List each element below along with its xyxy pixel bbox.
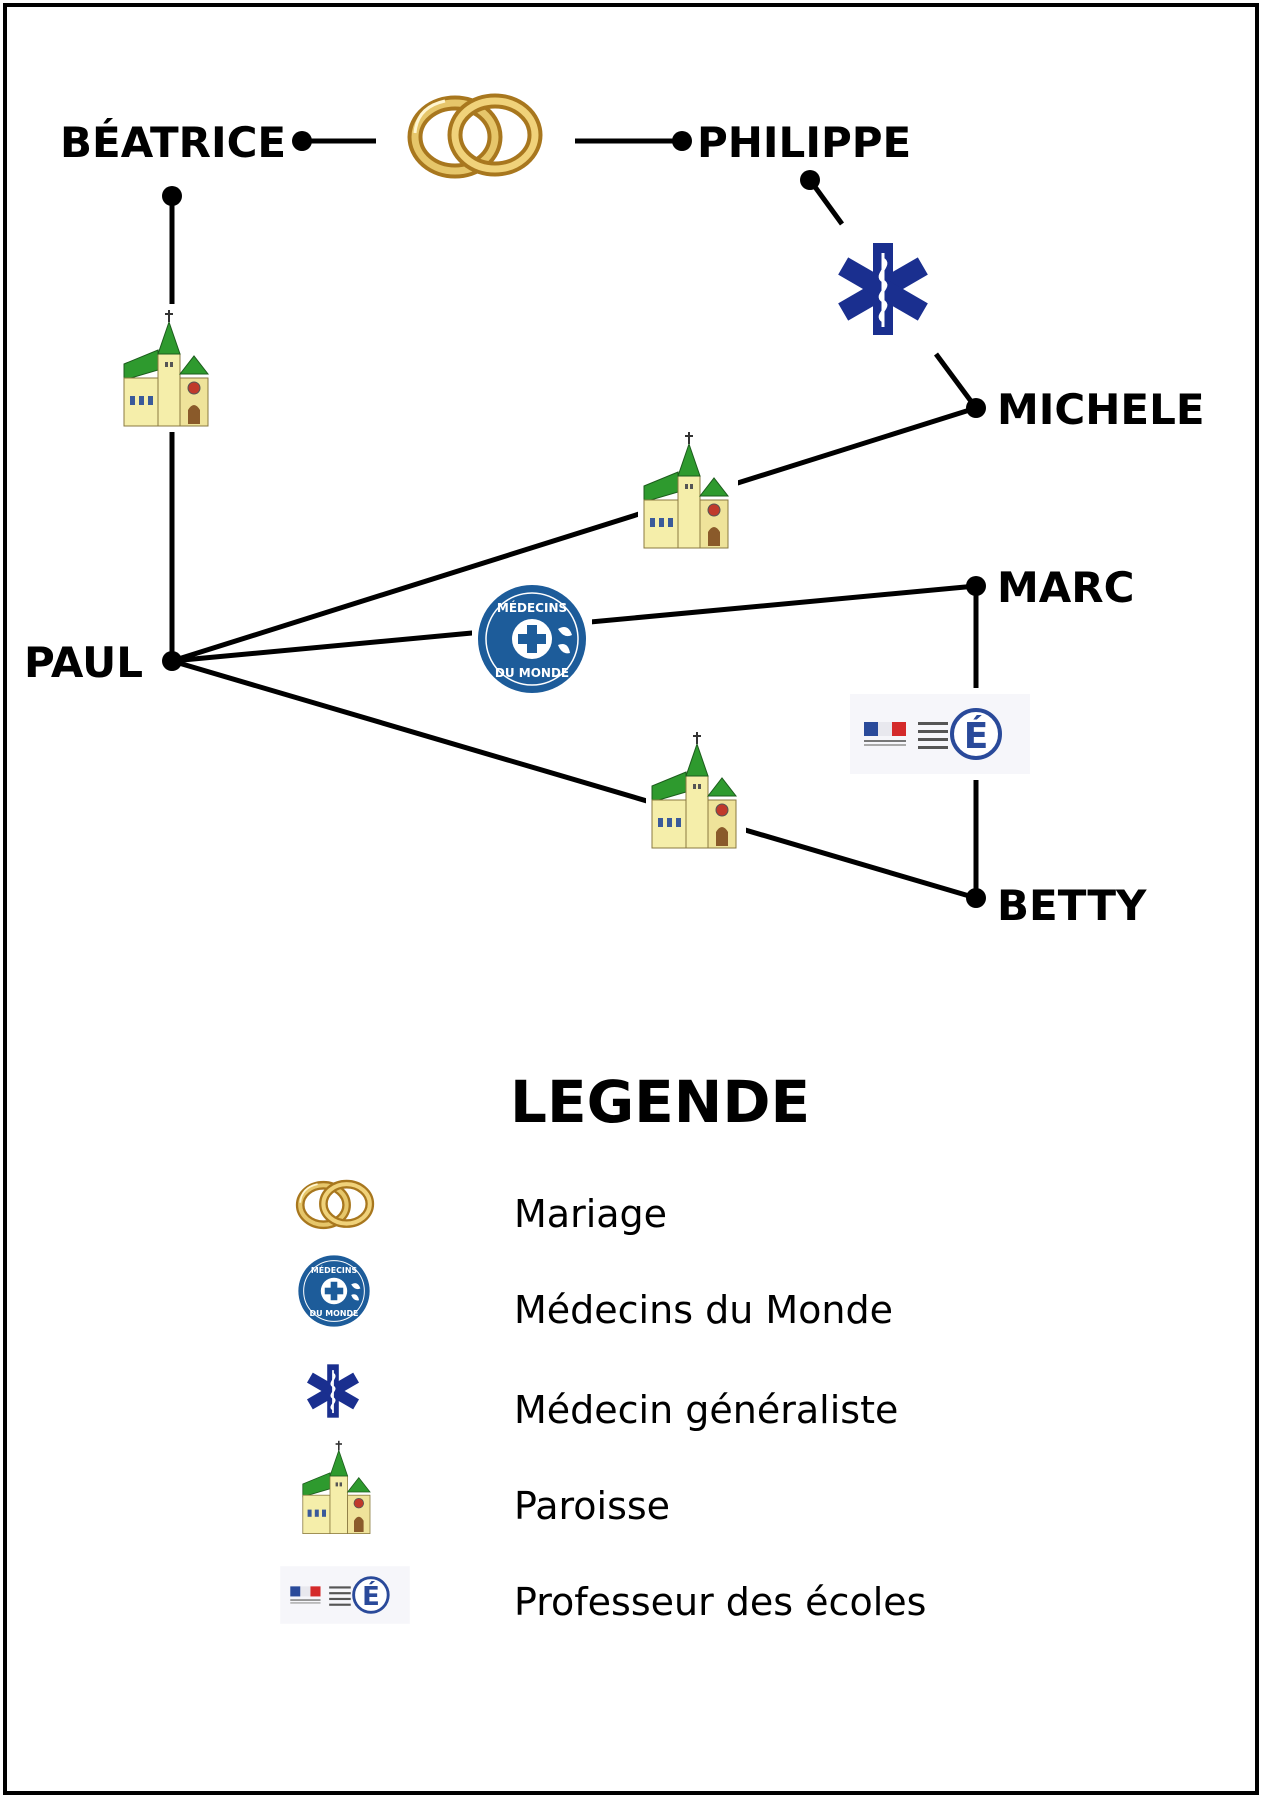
dot-michele (966, 398, 986, 418)
node-betty: BETTY (997, 881, 1147, 930)
legend-item: Paroisse (301, 1440, 670, 1535)
node-marc: MARC (997, 563, 1134, 612)
dot-betty (966, 888, 986, 908)
dot-beatrice-lower (162, 186, 182, 206)
legend-item: Médecins du Monde (297, 1254, 893, 1332)
star-of-life-icon (306, 1363, 360, 1419)
page-frame (3, 3, 1259, 1795)
endpoint-dots (162, 131, 986, 908)
link-philippe-michele-bottom (933, 352, 979, 410)
legend: LEGENDE Mariage Médecins du Monde Médeci… (278, 1068, 926, 1626)
church-icon (638, 426, 738, 554)
medecins-du-monde-logo-icon (472, 581, 592, 697)
legend-item: Médecin généraliste (306, 1363, 898, 1432)
legend-label: Médecins du Monde (514, 1288, 893, 1332)
node-paul: PAUL (24, 638, 143, 687)
link-paul-betty (171, 658, 977, 901)
legend-label: Paroisse (514, 1484, 670, 1528)
legend-item: Mariage (300, 1184, 667, 1236)
node-beatrice: BÉATRICE (60, 117, 286, 167)
church-icon (118, 304, 218, 432)
wedding-rings-icon (393, 87, 557, 187)
wedding-rings-icon (300, 1184, 370, 1225)
ministere-education-logo-icon (848, 692, 1032, 776)
node-philippe: PHILIPPE (697, 118, 911, 167)
ministere-education-logo-icon (278, 1564, 412, 1626)
star-of-life-icon (833, 237, 933, 341)
dot-beatrice (292, 131, 312, 151)
dot-philippe-lower (800, 170, 820, 190)
dot-philippe (672, 131, 692, 151)
medecins-du-monde-logo-icon (297, 1254, 371, 1328)
legend-title: LEGENDE (510, 1068, 810, 1136)
legend-label: Médecin généraliste (514, 1388, 898, 1432)
legend-label: Professeur des écoles (514, 1580, 926, 1624)
church-icon (646, 726, 746, 854)
dot-paul (162, 651, 182, 671)
link-paul-michele (171, 405, 977, 664)
church-icon (301, 1440, 371, 1535)
node-michele: MICHELE (997, 385, 1205, 434)
legend-label: Mariage (514, 1192, 667, 1236)
legend-item: Professeur des écoles (278, 1564, 926, 1626)
dot-marc (966, 576, 986, 596)
